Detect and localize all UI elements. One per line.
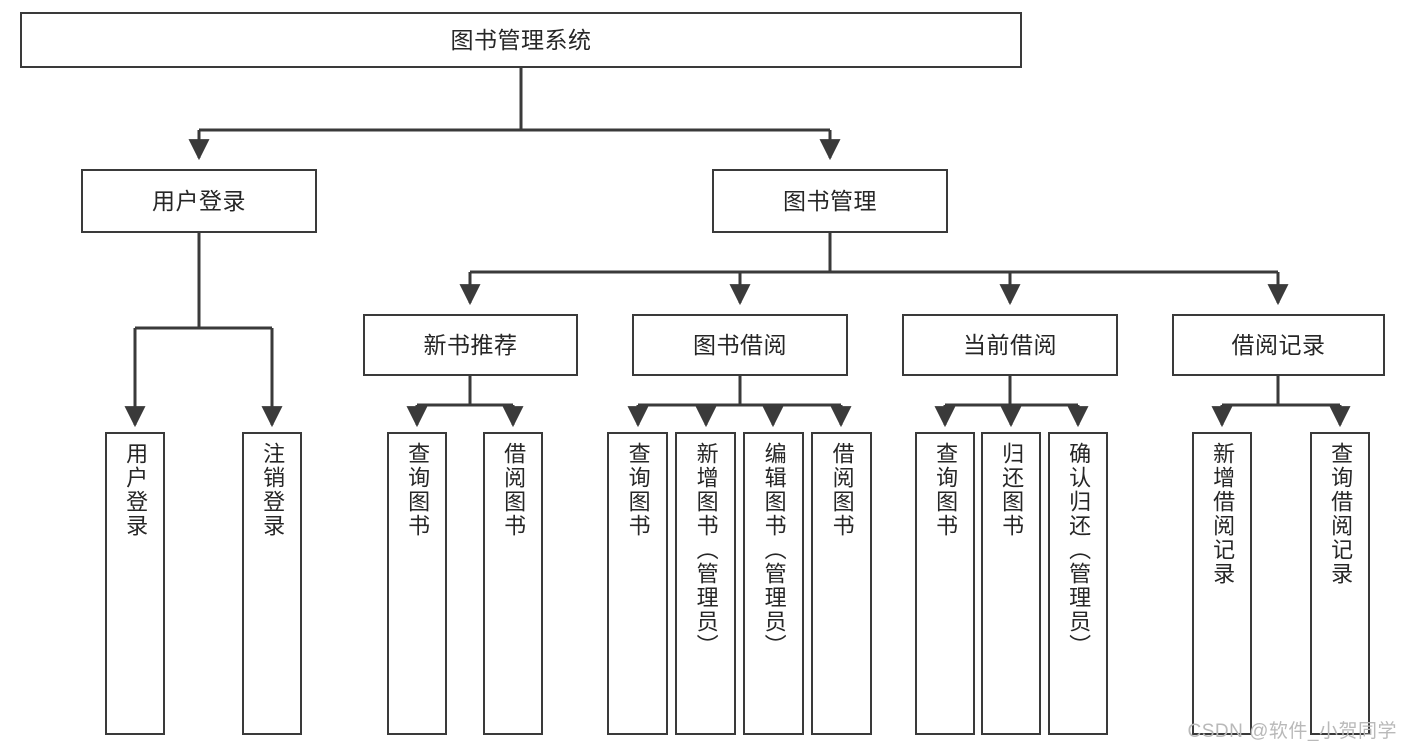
node-book-borrow[interactable]: 图书借阅 [632,314,848,376]
node-label: 注销登录 [260,442,286,538]
leaf-borrow-borrow-book[interactable]: 借阅图书 [811,432,872,735]
leaf-borrow-query-book[interactable]: 查询图书 [607,432,668,735]
node-label: 借阅图书 [829,442,855,538]
node-label: 查询图书 [625,442,651,538]
leaf-borrow-edit-book-admin[interactable]: 编辑图书（管理员） [743,432,804,735]
node-book-management[interactable]: 图书管理 [712,169,948,233]
node-label: 用户登录 [123,442,149,538]
node-label: 查询图书 [933,442,959,538]
leaf-user-login-logout[interactable]: 注销登录 [242,432,302,735]
node-label: 新增图书（管理员） [693,442,719,658]
node-root-book-management-system[interactable]: 图书管理系统 [20,12,1022,68]
watermark-text: CSDN @软件_小贺同学 [1187,721,1397,742]
leaf-record-add-borrow-record[interactable]: 新增借阅记录 [1192,432,1252,735]
node-label: 归还图书 [999,442,1025,538]
node-user-login[interactable]: 用户登录 [81,169,317,233]
node-label: 新书推荐 [423,331,518,358]
node-label: 图书借阅 [693,331,787,358]
leaf-current-return-book[interactable]: 归还图书 [981,432,1041,735]
node-label: 编辑图书（管理员） [761,442,787,658]
node-current-borrow[interactable]: 当前借阅 [902,314,1118,376]
node-label: 新增借阅记录 [1210,442,1236,586]
node-label: 借阅图书 [501,442,527,538]
node-label: 借阅记录 [1231,331,1326,358]
leaf-recommend-query-book[interactable]: 查询图书 [387,432,447,735]
node-new-book-recommend[interactable]: 新书推荐 [363,314,578,376]
leaf-current-query-book[interactable]: 查询图书 [915,432,975,735]
node-label: 用户登录 [152,187,246,214]
node-label: 确认归还（管理员） [1066,442,1092,658]
leaf-current-confirm-return-admin[interactable]: 确认归还（管理员） [1048,432,1108,735]
leaf-recommend-borrow-book[interactable]: 借阅图书 [483,432,543,735]
leaf-user-login-login[interactable]: 用户登录 [105,432,165,735]
node-borrow-record[interactable]: 借阅记录 [1172,314,1385,376]
leaf-borrow-add-book-admin[interactable]: 新增图书（管理员） [675,432,736,735]
node-label: 图书管理系统 [450,26,592,53]
leaf-record-query-borrow-record[interactable]: 查询借阅记录 [1310,432,1370,735]
node-label: 当前借阅 [963,331,1057,358]
node-label: 查询借阅记录 [1328,442,1354,586]
node-label: 图书管理 [783,187,877,214]
node-label: 查询图书 [405,442,431,538]
